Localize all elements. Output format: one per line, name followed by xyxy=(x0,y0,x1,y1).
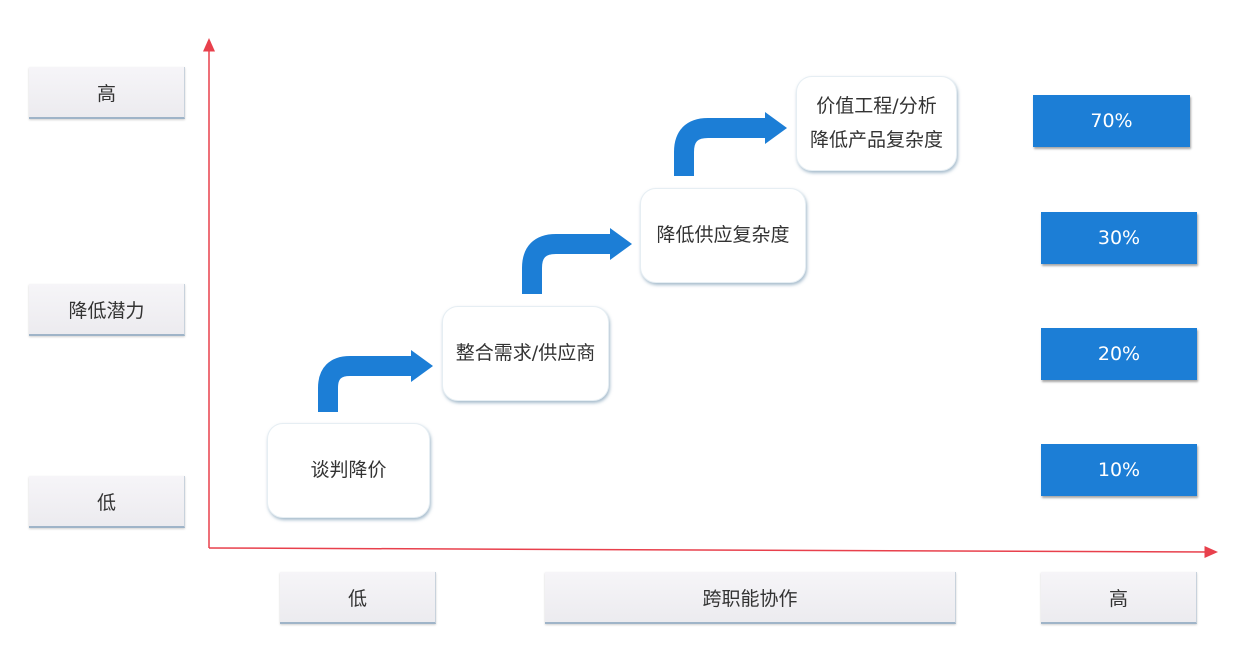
y-axis-label-low: 低 xyxy=(29,476,185,528)
percentage-badge-30: 30% xyxy=(1041,212,1197,264)
step-text: 降低供应复杂度 xyxy=(656,223,790,246)
step-text: 谈判降价 xyxy=(310,458,387,481)
percentage-badge-10: 10% xyxy=(1041,444,1197,496)
step-text: 整合需求/供应商 xyxy=(455,341,596,364)
step-box-negotiate: 谈判降价 xyxy=(267,423,430,518)
percentage-badge-70: 70% xyxy=(1033,95,1190,147)
x-axis-line xyxy=(208,545,1218,558)
percentage-badge-20: 20% xyxy=(1041,328,1197,380)
step-box-value-engineering: 价值工程/分析 降低产品复杂度 xyxy=(796,76,957,171)
step-text-line-1: 价值工程/分析 xyxy=(816,95,937,118)
step-arrow-1 xyxy=(318,350,433,412)
step-box-consolidate: 整合需求/供应商 xyxy=(442,306,609,401)
step-arrow-3 xyxy=(674,112,787,176)
y-axis-label-high: 高 xyxy=(29,67,185,119)
x-axis-label-low: 低 xyxy=(280,572,436,624)
step-arrow-2 xyxy=(522,228,632,294)
step-box-supply-complexity: 降低供应复杂度 xyxy=(640,188,806,283)
x-axis-label-high: 高 xyxy=(1041,572,1197,624)
y-axis-label-middle: 降低潜力 xyxy=(29,284,185,336)
x-axis-label-middle: 跨职能协作 xyxy=(545,572,956,624)
step-text-line-2: 降低产品复杂度 xyxy=(809,128,943,151)
